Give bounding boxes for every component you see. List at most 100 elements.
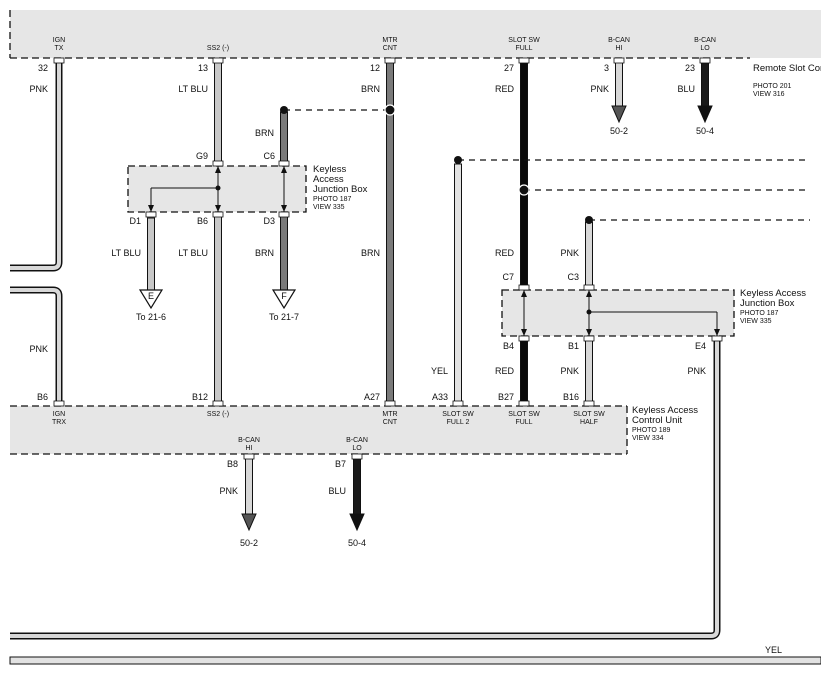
remote-slot-control-unit (9, 10, 821, 59)
wire-color-label: PNK (29, 344, 48, 354)
pin-number: 32 (38, 63, 48, 73)
unit-photo: PHOTO 189 (632, 427, 670, 434)
terminal-label: FULL 2 (447, 419, 470, 426)
keyless-unit-name: Keyless Access Control Unit PHOTO 189 VI… (632, 405, 698, 442)
wire-color-labels: PNK LT BLU BRN RED PNK BLU BRN LT BLU LT… (29, 84, 782, 655)
wire-color-label: BRN (361, 248, 380, 258)
terminal-label: B-CAN (608, 37, 630, 44)
wire-can-lo-top (697, 61, 713, 124)
wire-pnk-ign-top (10, 62, 63, 272)
wire-color-label: BLU (677, 84, 695, 94)
terminal-label: SLOT SW (442, 411, 474, 418)
top-terminal-labels: IGN TX SS2 (-) MTR CNT SLOT SW FULL B-CA… (53, 37, 716, 52)
pin-number: 27 (504, 63, 514, 73)
wire-can-hi-top (611, 61, 627, 124)
dashed-links (284, 109, 810, 221)
terminal-label: SLOT SW (508, 411, 540, 418)
wire-lt-blu (214, 61, 222, 403)
terminal-label: CNT (383, 419, 398, 426)
page-ref: 50-2 (610, 126, 628, 136)
wire-can-hi-bottom (241, 457, 257, 532)
unit-view: VIEW 334 (632, 435, 664, 442)
connector-f-letter: F (281, 291, 287, 301)
terminal-label: CNT (383, 45, 398, 52)
splice-dots (280, 104, 593, 224)
terminal-label: SS2 (-) (207, 45, 229, 52)
wire-color-label: PNK (590, 84, 609, 94)
wire-color-label: LT BLU (178, 84, 208, 94)
junction-box-left-labels: Keyless Access Junction Box PHOTO 187 VI… (129, 151, 367, 226)
connector-e: E To 21-6 (136, 289, 166, 322)
pin-c7: C7 (502, 272, 514, 282)
terminal-label: LO (700, 45, 710, 52)
terminal-label: FULL (515, 419, 532, 426)
terminal-label: B-CAN (238, 437, 260, 444)
pin-number: 12 (370, 63, 380, 73)
pin-number: B12 (192, 392, 208, 402)
wire-color-label: RED (495, 248, 515, 258)
pin-number: B27 (498, 392, 514, 402)
junction-box-left (127, 165, 307, 213)
terminal-label: SLOT SW (508, 37, 540, 44)
pin-g9: G9 (196, 151, 208, 161)
pin-number: 23 (685, 63, 695, 73)
wire-yel-a33 (454, 163, 462, 403)
pin-b1: B1 (568, 341, 579, 351)
terminal-label: MTR (382, 411, 397, 418)
unit-photo: PHOTO 201 (753, 83, 791, 90)
terminal-label: HI (616, 45, 623, 52)
pin-d1: D1 (129, 216, 141, 226)
jb-right-name: Junction Box (740, 298, 795, 309)
unit-name: Remote Slot Control Unit (753, 63, 821, 74)
terminal-label: HALF (580, 419, 598, 426)
wire-color-label: BRN (361, 84, 380, 94)
pin-number: A33 (432, 392, 448, 402)
page-references: 50-2 50-4 50-2 50-4 (240, 126, 714, 548)
jb-left-name: Keyless (313, 164, 347, 175)
wire-color-label: RED (495, 84, 515, 94)
jb-left-view: VIEW 335 (313, 204, 345, 211)
pin-b6: B6 (197, 216, 208, 226)
pin-number: B8 (227, 459, 238, 469)
wire-yel-bottom (9, 656, 821, 665)
pin-number: 3 (604, 63, 609, 73)
wire-pnk-ign-bottom (10, 286, 63, 402)
pin-b4: B4 (503, 341, 514, 351)
wire-lt-blu-e (147, 217, 155, 291)
pin-number: B7 (335, 459, 346, 469)
wire-color-label: PNK (687, 366, 706, 376)
wire-color-label: PNK (219, 486, 238, 496)
wire-can-lo-bottom (349, 457, 365, 532)
terminal-label: TRX (52, 419, 66, 426)
wire-color-label: PNK (29, 84, 48, 94)
wire-color-label: BRN (255, 248, 274, 258)
connector-f-ref: To 21-7 (269, 312, 299, 322)
wire-color-label: LT BLU (178, 248, 208, 258)
terminal-stubs (53, 57, 723, 460)
pin-number: A27 (364, 392, 380, 402)
keyless-unit-pins: B6 B12 A27 A33 B27 B16 (37, 392, 579, 402)
junction-box-right-labels: Keyless Access Junction Box PHOTO 187 VI… (502, 272, 806, 351)
terminal-label: FULL (515, 45, 532, 52)
connector-f: F To 21-7 (269, 289, 299, 322)
terminal-label: SLOT SW (573, 411, 605, 418)
wire-color-label: YEL (431, 366, 448, 376)
wire-color-label: BLU (328, 486, 346, 496)
connector-e-letter: E (148, 291, 154, 301)
wire-color-label: YEL (765, 645, 782, 655)
terminal-label: TX (55, 45, 64, 52)
wire-red (520, 61, 528, 403)
pin-number: B16 (563, 392, 579, 402)
jb-left-name: Access (313, 174, 344, 185)
pin-number: B6 (37, 392, 48, 402)
terminal-label: MTR (382, 37, 397, 44)
connector-e-ref: To 21-6 (136, 312, 166, 322)
page-ref: 50-4 (348, 538, 366, 548)
terminal-label: LO (352, 445, 362, 452)
keyless-unit-terminal-labels: IGN TRX SS2 (-) MTR CNT SLOT SW FULL 2 S… (52, 411, 605, 469)
wire-color-label: LT BLU (111, 248, 141, 258)
terminal-label: IGN (53, 37, 65, 44)
wire-color-label: PNK (560, 366, 579, 376)
terminal-label: B-CAN (346, 437, 368, 444)
